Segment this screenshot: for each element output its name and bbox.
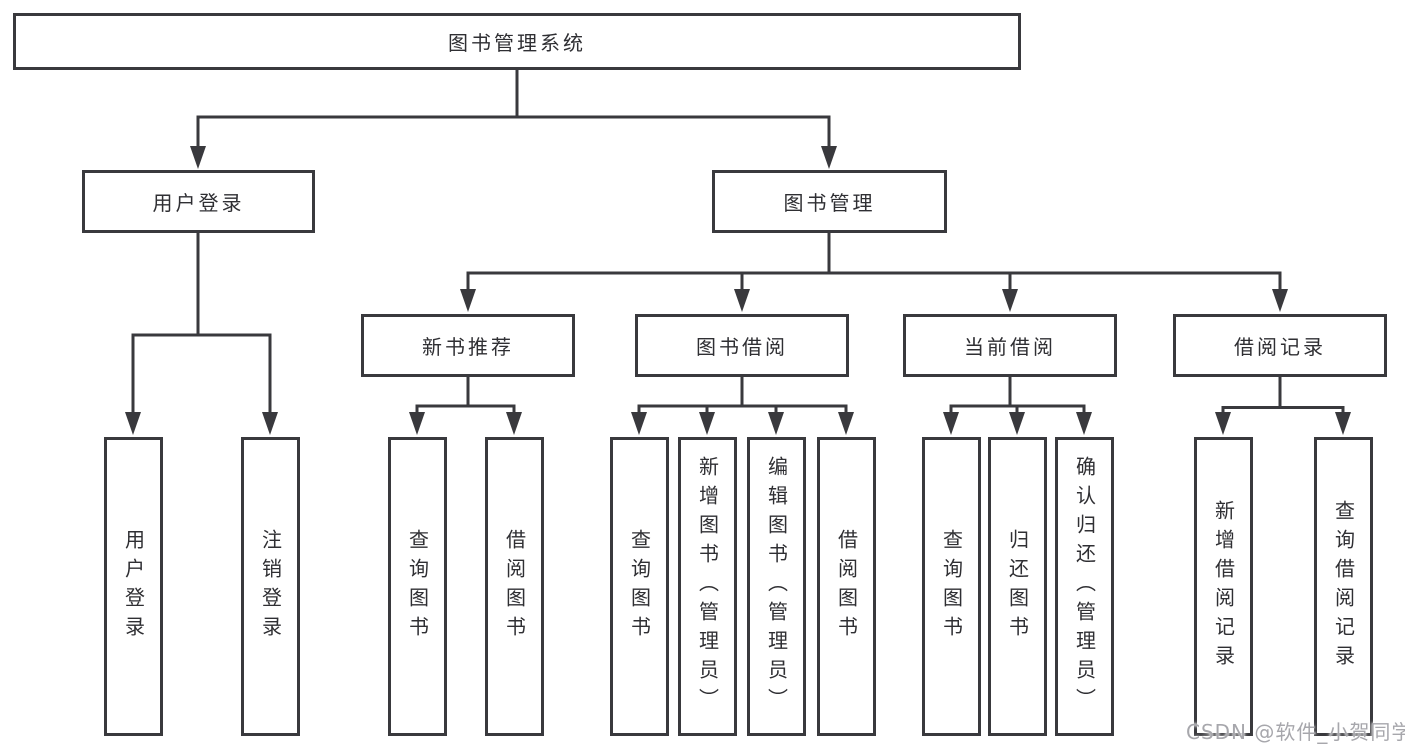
node-current-borrow-label: 当前借阅 [964, 335, 1056, 359]
leaf-logout: 注销登录 [241, 437, 300, 736]
leaf-borrow-books-recommend-label: 借阅图书 [502, 528, 527, 645]
leaf-borrow-books-label: 借阅图书 [834, 528, 859, 645]
leaf-query-books-borrow-label: 查询图书 [627, 528, 652, 645]
leaf-edit-books-admin-label: 编辑图书（管理员） [764, 456, 789, 717]
leaf-add-books-admin-label: 新增图书（管理员） [695, 456, 720, 717]
node-user-login-label: 用户登录 [152, 191, 245, 215]
leaf-query-books-recommend-label: 查询图书 [405, 528, 430, 645]
leaf-add-borrow-record: 新增借阅记录 [1194, 437, 1253, 736]
node-book-management-label: 图书管理 [783, 191, 876, 215]
node-current-borrow: 当前借阅 [903, 314, 1117, 377]
node-book-borrow-label: 图书借阅 [696, 335, 788, 359]
leaf-add-borrow-record-label: 新增借阅记录 [1211, 499, 1236, 674]
node-root-label: 图书管理系统 [448, 31, 586, 55]
node-book-borrow: 图书借阅 [635, 314, 849, 377]
leaf-user-login: 用户登录 [104, 437, 163, 736]
leaf-query-books-current-label: 查询图书 [939, 528, 964, 645]
leaf-add-books-admin: 新增图书（管理员） [678, 437, 737, 736]
node-user-login: 用户登录 [82, 170, 315, 233]
leaf-query-borrow-record-label: 查询借阅记录 [1331, 499, 1356, 674]
csdn-watermark: CSDN @软件_小贺同学 [1186, 720, 1405, 744]
leaf-confirm-return-admin: 确认归还（管理员） [1055, 437, 1114, 736]
leaf-borrow-books: 借阅图书 [817, 437, 876, 736]
leaf-logout-label: 注销登录 [258, 528, 283, 645]
node-borrow-records: 借阅记录 [1173, 314, 1387, 377]
node-book-management: 图书管理 [712, 170, 947, 233]
leaf-return-books: 归还图书 [988, 437, 1047, 736]
node-new-book-recommend: 新书推荐 [361, 314, 575, 377]
leaf-query-books-borrow: 查询图书 [610, 437, 669, 736]
node-borrow-records-label: 借阅记录 [1234, 335, 1326, 359]
node-new-book-recommend-label: 新书推荐 [422, 335, 514, 359]
leaf-query-books-current: 查询图书 [922, 437, 981, 736]
leaf-edit-books-admin: 编辑图书（管理员） [747, 437, 806, 736]
node-root-system: 图书管理系统 [13, 13, 1021, 70]
leaf-confirm-return-admin-label: 确认归还（管理员） [1072, 456, 1097, 717]
leaf-query-borrow-record: 查询借阅记录 [1314, 437, 1373, 736]
leaf-user-login-label: 用户登录 [121, 528, 146, 645]
leaf-query-books-recommend: 查询图书 [388, 437, 447, 736]
leaf-return-books-label: 归还图书 [1005, 528, 1030, 645]
leaf-borrow-books-recommend: 借阅图书 [485, 437, 544, 736]
